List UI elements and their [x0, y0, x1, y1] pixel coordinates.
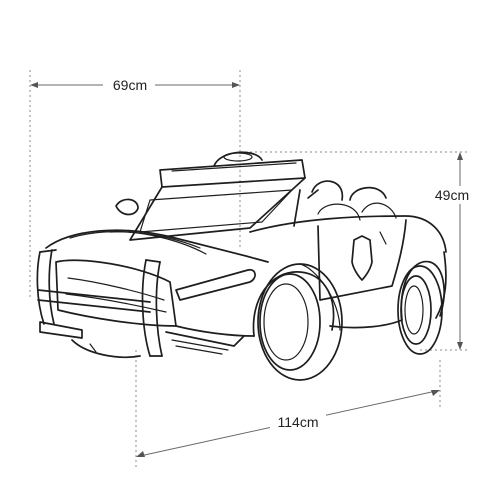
- push-bar: [36, 249, 163, 357]
- side-skirt: [329, 319, 403, 329]
- headlight: [175, 268, 256, 301]
- width-dimension: 69cm: [29, 70, 241, 300]
- left-front-tyre: [71, 339, 141, 359]
- police-ride-on-car-outline-icon: [36, 151, 447, 381]
- rear-seats: [293, 180, 397, 227]
- side-mirror: [115, 198, 139, 216]
- width-arrow-right-icon: [232, 82, 240, 88]
- windshield-glass: [139, 189, 293, 233]
- door-handle: [379, 231, 387, 245]
- front-wheel-arch: [252, 271, 335, 337]
- length-arrow-right-icon: [431, 390, 440, 396]
- length-dimension: 114cm: [135, 350, 441, 470]
- height-label: 49cm: [435, 187, 469, 203]
- length-arrow-left-icon: [136, 451, 145, 457]
- police-badge-icon: [351, 235, 373, 281]
- body-top-line: [249, 215, 447, 253]
- length-label-background: [270, 411, 326, 431]
- hood-edge: [45, 229, 269, 263]
- length-label: 114cm: [278, 414, 319, 430]
- lower-bumper: [165, 331, 245, 347]
- light-bar: [159, 151, 306, 188]
- door: [317, 219, 407, 301]
- height-label-background: [437, 186, 483, 204]
- front-wheel: [257, 263, 343, 381]
- rear-edge: [435, 251, 447, 319]
- width-label-background: [103, 76, 155, 94]
- height-arrow-top-icon: [457, 152, 463, 160]
- front-lower-edge: [175, 325, 255, 337]
- width-arrow-left-icon: [30, 82, 38, 88]
- height-dimension: 49cm: [245, 151, 483, 351]
- front-plate: [39, 321, 83, 339]
- height-arrow-bottom-icon: [457, 342, 463, 350]
- rear-wheel: [397, 265, 443, 355]
- width-label: 69cm: [113, 77, 147, 93]
